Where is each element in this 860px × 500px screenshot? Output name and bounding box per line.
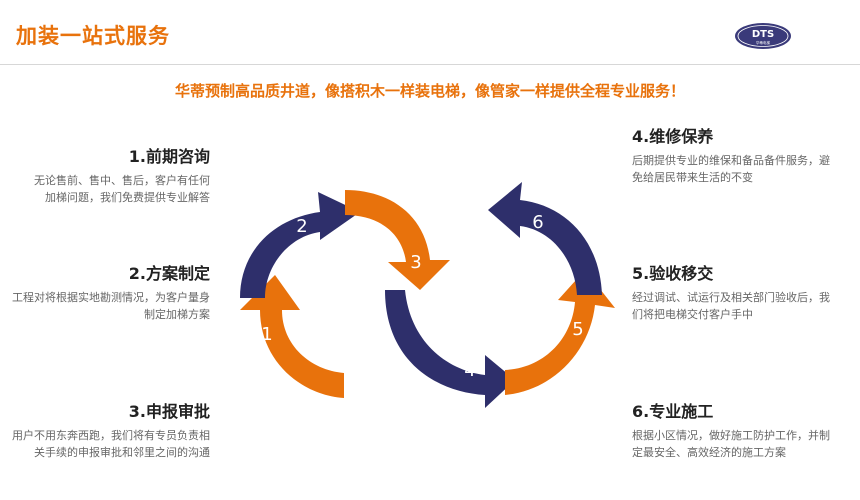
cycle-label-6: 6 — [532, 212, 543, 233]
cycle-arrow-1 — [240, 275, 344, 398]
cycle-label-1: 1 — [261, 324, 272, 345]
cycle-label-5: 5 — [572, 319, 583, 340]
step-planning: 2.方案制定 工程对将根据实地勘测情况，为客户量身制定加梯方案 — [10, 260, 210, 323]
service-cycle-diagram: 1 2 3 4 5 6 — [240, 182, 615, 408]
step-approval: 3.申报审批 用户不用东奔西跑，我们将有专员负责相关手续的申报审批和邻里之间的沟… — [10, 398, 210, 461]
logo-text: DTS — [752, 29, 774, 40]
step-title: 6.专业施工 — [632, 402, 714, 421]
step-desc: 无论售前、售中、售后，客户有任何加梯问题，我们免费提供专业解答 — [34, 174, 210, 204]
cycle-arrow-5 — [505, 270, 615, 395]
step-desc: 工程对将根据实地勘测情况，为客户量身制定加梯方案 — [12, 291, 210, 321]
step-construction: 6.专业施工 根据小区情况，做好施工防护工作，并制定最安全、高效经济的施工方案 — [632, 398, 832, 461]
step-title: 3.申报审批 — [128, 402, 210, 421]
step-desc: 后期提供专业的维保和备品备件服务，避免给居民带来生活的不变 — [632, 154, 830, 184]
cycle-label-3: 3 — [410, 252, 421, 273]
step-maintenance: 4.维修保养 后期提供专业的维保和备品备件服务，避免给居民带来生活的不变 — [632, 123, 832, 186]
step-acceptance: 5.验收移交 经过调试、试运行及相关部门验收后，我们将把电梯交付客户手中 — [632, 260, 832, 323]
cycle-arrow-3 — [345, 190, 450, 290]
cycle-arrow-6 — [488, 182, 602, 295]
step-title: 1.前期咨询 — [128, 147, 210, 166]
step-desc: 根据小区情况，做好施工防护工作，并制定最安全、高效经济的施工方案 — [632, 429, 830, 459]
cycle-label-2: 2 — [296, 216, 307, 237]
step-consultation: 1.前期咨询 无论售前、售中、售后，客户有任何加梯问题，我们免费提供专业解答 — [10, 143, 210, 206]
page-title: 加装一站式服务 — [16, 24, 170, 48]
step-desc: 用户不用东奔西跑，我们将有专员负责相关手续的申报审批和邻里之间的沟通 — [12, 429, 210, 459]
cycle-label-4: 4 — [464, 360, 475, 381]
logo-subtext: 华蒂电梯 — [756, 40, 770, 45]
step-title: 4.维修保养 — [632, 127, 714, 146]
step-title: 5.验收移交 — [632, 264, 714, 283]
slogan: 华蒂预制高品质井道，像搭积木一样装电梯，像管家一样提供全程专业服务！ — [174, 82, 685, 100]
step-desc: 经过调试、试运行及相关部门验收后，我们将把电梯交付客户手中 — [632, 291, 830, 321]
header-divider — [0, 64, 860, 65]
dts-logo: DTS 华蒂电梯 — [735, 23, 791, 49]
cycle-arrow-2 — [240, 192, 360, 298]
cycle-arrow-4 — [385, 290, 515, 408]
step-title: 2.方案制定 — [128, 264, 210, 283]
